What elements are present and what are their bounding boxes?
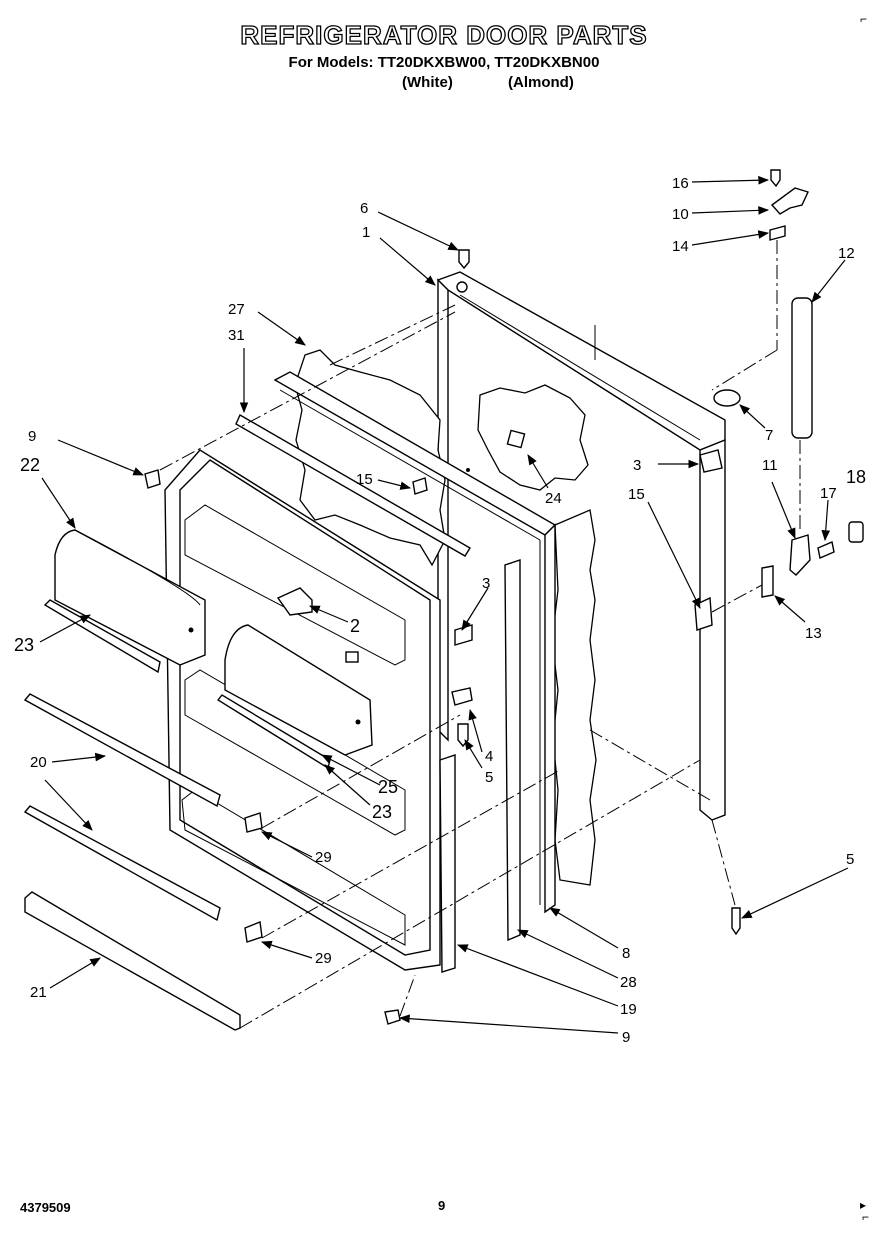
hinge-10 xyxy=(770,187,809,215)
variant-white-label: (White) xyxy=(402,74,453,91)
shelf-trim-23a xyxy=(43,599,161,674)
callout-9a: 9 xyxy=(28,428,36,445)
callout-3a: 3 xyxy=(482,575,490,592)
callout-arrows xyxy=(39,175,849,1034)
callout-3b: 3 xyxy=(633,457,641,474)
hinge-block-3-right xyxy=(699,449,723,473)
screw-5-bottom xyxy=(731,907,741,936)
callout-15b: 15 xyxy=(628,486,645,503)
screw-17 xyxy=(817,541,835,559)
screw-16 xyxy=(770,169,781,188)
callout-9b: 9 xyxy=(622,1029,630,1046)
screw-9-left xyxy=(144,469,161,489)
callout-18: 18 xyxy=(846,467,866,487)
cap-7 xyxy=(713,389,741,407)
callout-1: 1 xyxy=(362,224,370,241)
callout-29b: 29 xyxy=(315,950,332,967)
callout-5b: 5 xyxy=(846,851,854,868)
callout-4: 4 xyxy=(485,748,493,765)
callout-11: 11 xyxy=(762,457,778,474)
callout-8: 8 xyxy=(622,945,630,962)
callout-27: 27 xyxy=(228,301,245,318)
gasket-strip-28 xyxy=(504,559,521,942)
callout-28: 28 xyxy=(620,974,637,991)
door-shelf-25 xyxy=(224,624,373,756)
bracket-11 xyxy=(789,534,811,576)
shim-14 xyxy=(769,225,786,241)
callout-19: 19 xyxy=(620,1001,637,1018)
callout-31: 31 xyxy=(228,327,245,344)
callout-2: 2 xyxy=(350,616,360,636)
alignment-lines xyxy=(159,240,801,1029)
callout-21: 21 xyxy=(30,984,47,1001)
door-frame-8 xyxy=(273,371,557,914)
callout-23a: 23 xyxy=(14,635,34,655)
corner-mark-top: ⌐ xyxy=(860,12,868,26)
screw-6 xyxy=(458,249,470,270)
trim-20b xyxy=(23,805,221,922)
clip-24 xyxy=(506,429,526,449)
variant-almond-label: (Almond) xyxy=(508,74,574,91)
callout-14: 14 xyxy=(672,238,689,255)
callout-12: 12 xyxy=(838,245,855,262)
foam-strip-right xyxy=(551,509,597,886)
callout-15a: 15 xyxy=(356,471,373,488)
callout-22: 22 xyxy=(20,455,40,475)
callout-5a: 5 xyxy=(485,769,493,786)
callout-13: 13 xyxy=(805,625,822,642)
callout-10: 10 xyxy=(672,206,689,223)
callout-17: 17 xyxy=(820,485,837,502)
liner-tab xyxy=(345,651,359,663)
callout-29a: 29 xyxy=(315,849,332,866)
doc-number: 4379509 xyxy=(20,1200,71,1215)
breaker-trim-19 xyxy=(439,754,456,973)
stop-29b xyxy=(244,921,263,943)
bracket-4 xyxy=(451,687,473,706)
outer-door-panel xyxy=(436,271,726,821)
page-number: 9 xyxy=(438,1198,446,1213)
callout-6: 6 xyxy=(360,200,368,217)
trim-20a xyxy=(23,693,221,808)
outer-foam-cutaway xyxy=(477,384,589,491)
handle-12 xyxy=(791,297,813,439)
models-line: For Models: TT20DKXBW00, TT20DKXBN00 xyxy=(288,54,600,71)
callout-20: 20 xyxy=(30,754,47,771)
plate-13 xyxy=(761,565,774,598)
callout-labels: 1 6 27 31 9 22 23 20 21 2 25 23 29 29 15… xyxy=(14,175,866,1046)
callout-23b: 23 xyxy=(372,802,392,822)
door-shelf-22 xyxy=(54,529,206,666)
callout-24: 24 xyxy=(545,490,562,507)
corner-mark-mid: ▸ xyxy=(860,1198,867,1212)
callout-7: 7 xyxy=(765,427,773,444)
strip-31 xyxy=(235,414,471,557)
clip-15-center xyxy=(412,477,428,495)
callout-16: 16 xyxy=(672,175,689,192)
plug-18 xyxy=(848,521,864,543)
page-title: REFRIGERATOR DOOR PARTS xyxy=(240,19,648,50)
screw-9-bottom xyxy=(384,1009,401,1025)
callout-25: 25 xyxy=(378,777,398,797)
corner-mark-bottom: ⌐ xyxy=(862,1210,870,1224)
